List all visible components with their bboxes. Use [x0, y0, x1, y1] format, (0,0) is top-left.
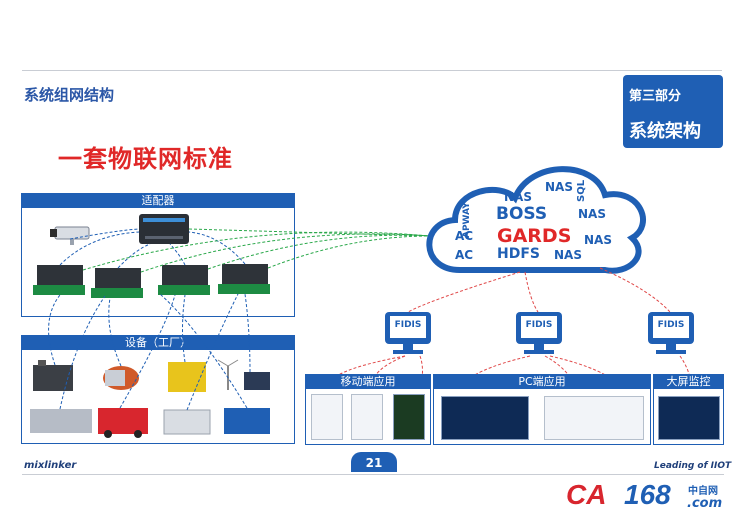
device-links — [48, 228, 251, 411]
top-divider — [22, 70, 722, 71]
pc-screenshot — [441, 396, 529, 440]
camera-icon — [50, 226, 90, 245]
cloud-nas-3: NAS — [578, 207, 606, 221]
adapter-module-icon — [218, 264, 270, 294]
adapter-module-icon — [33, 265, 85, 295]
cloud-ac-2: AC — [455, 248, 474, 262]
adapter-module-icon — [91, 268, 143, 298]
generator-icon — [33, 360, 73, 391]
pc-app-label: PC端应用 — [433, 374, 651, 389]
pc-screenshot — [544, 396, 644, 440]
cloud-nas-1: NAS — [504, 190, 532, 204]
cloud-apway: APWAY — [462, 202, 472, 238]
footer-divider — [22, 474, 724, 475]
container-icon — [224, 408, 270, 434]
cloud-ac-1: AC — [455, 229, 474, 243]
watermark-cn: 中自网 — [688, 486, 718, 497]
chiller-icon — [163, 409, 211, 435]
mobile-screenshot — [311, 394, 343, 440]
fire-truck-icon — [98, 408, 148, 438]
page-number: 21 — [351, 452, 397, 472]
device-panel-label: 设备（工厂） — [21, 335, 295, 350]
adapter-module-icon — [158, 265, 210, 295]
boiler-icon — [103, 366, 139, 390]
cloud-sql: SQL — [576, 179, 587, 202]
fidis-monitor-pc — [516, 312, 562, 354]
cloud-gards: GARDS — [497, 225, 572, 247]
section-number: 第三部分 — [629, 89, 682, 104]
output-links — [329, 267, 693, 389]
cloud-hdfs: HDFS — [497, 246, 540, 262]
cloud-platform — [426, 166, 646, 274]
cloud-nas-5: NAS — [554, 248, 582, 262]
brand-logo: mixlinker — [24, 460, 77, 471]
cloud-links — [82, 228, 431, 273]
fidis-monitor-screen — [648, 312, 694, 354]
tagline: Leading of IIOT — [654, 461, 732, 471]
slogan: 一套物联网标准 — [58, 145, 233, 173]
wind-turbine-icon — [217, 359, 239, 390]
big-screen-screenshot — [658, 396, 720, 440]
mobile-app-label: 移动端应用 — [305, 374, 431, 389]
fidis-label-screen: FIDIS — [657, 320, 685, 330]
mobile-screenshot — [393, 394, 425, 440]
watermark-168: 168 — [624, 479, 671, 510]
watermark-ca: CA — [566, 479, 607, 510]
solar-panel-icon — [244, 372, 270, 390]
mobile-screenshot — [351, 394, 383, 440]
section-badge: 第三部分 系统架构 — [623, 75, 723, 148]
cloud-nas-2: NAS — [545, 180, 573, 194]
cloud-nas-4: NAS — [584, 233, 612, 247]
section-title: 系统架构 — [629, 121, 701, 142]
adapter-panel-label: 适配器 — [21, 193, 295, 208]
power-cabinet-icon — [168, 362, 206, 392]
watermark-com: .com — [687, 496, 723, 511]
fidis-label-mobile: FIDIS — [394, 320, 422, 330]
cloud-boss: BOSS — [496, 204, 548, 224]
adapter-panel — [21, 193, 295, 317]
fidis-label-pc: FIDIS — [525, 320, 553, 330]
page-title: 系统组网结构 — [24, 86, 115, 104]
fidis-monitor-mobile — [385, 312, 431, 354]
compressor-icon — [30, 409, 92, 433]
screen-monitor-label: 大屏监控 — [653, 374, 724, 389]
gateway-icon — [139, 214, 189, 244]
